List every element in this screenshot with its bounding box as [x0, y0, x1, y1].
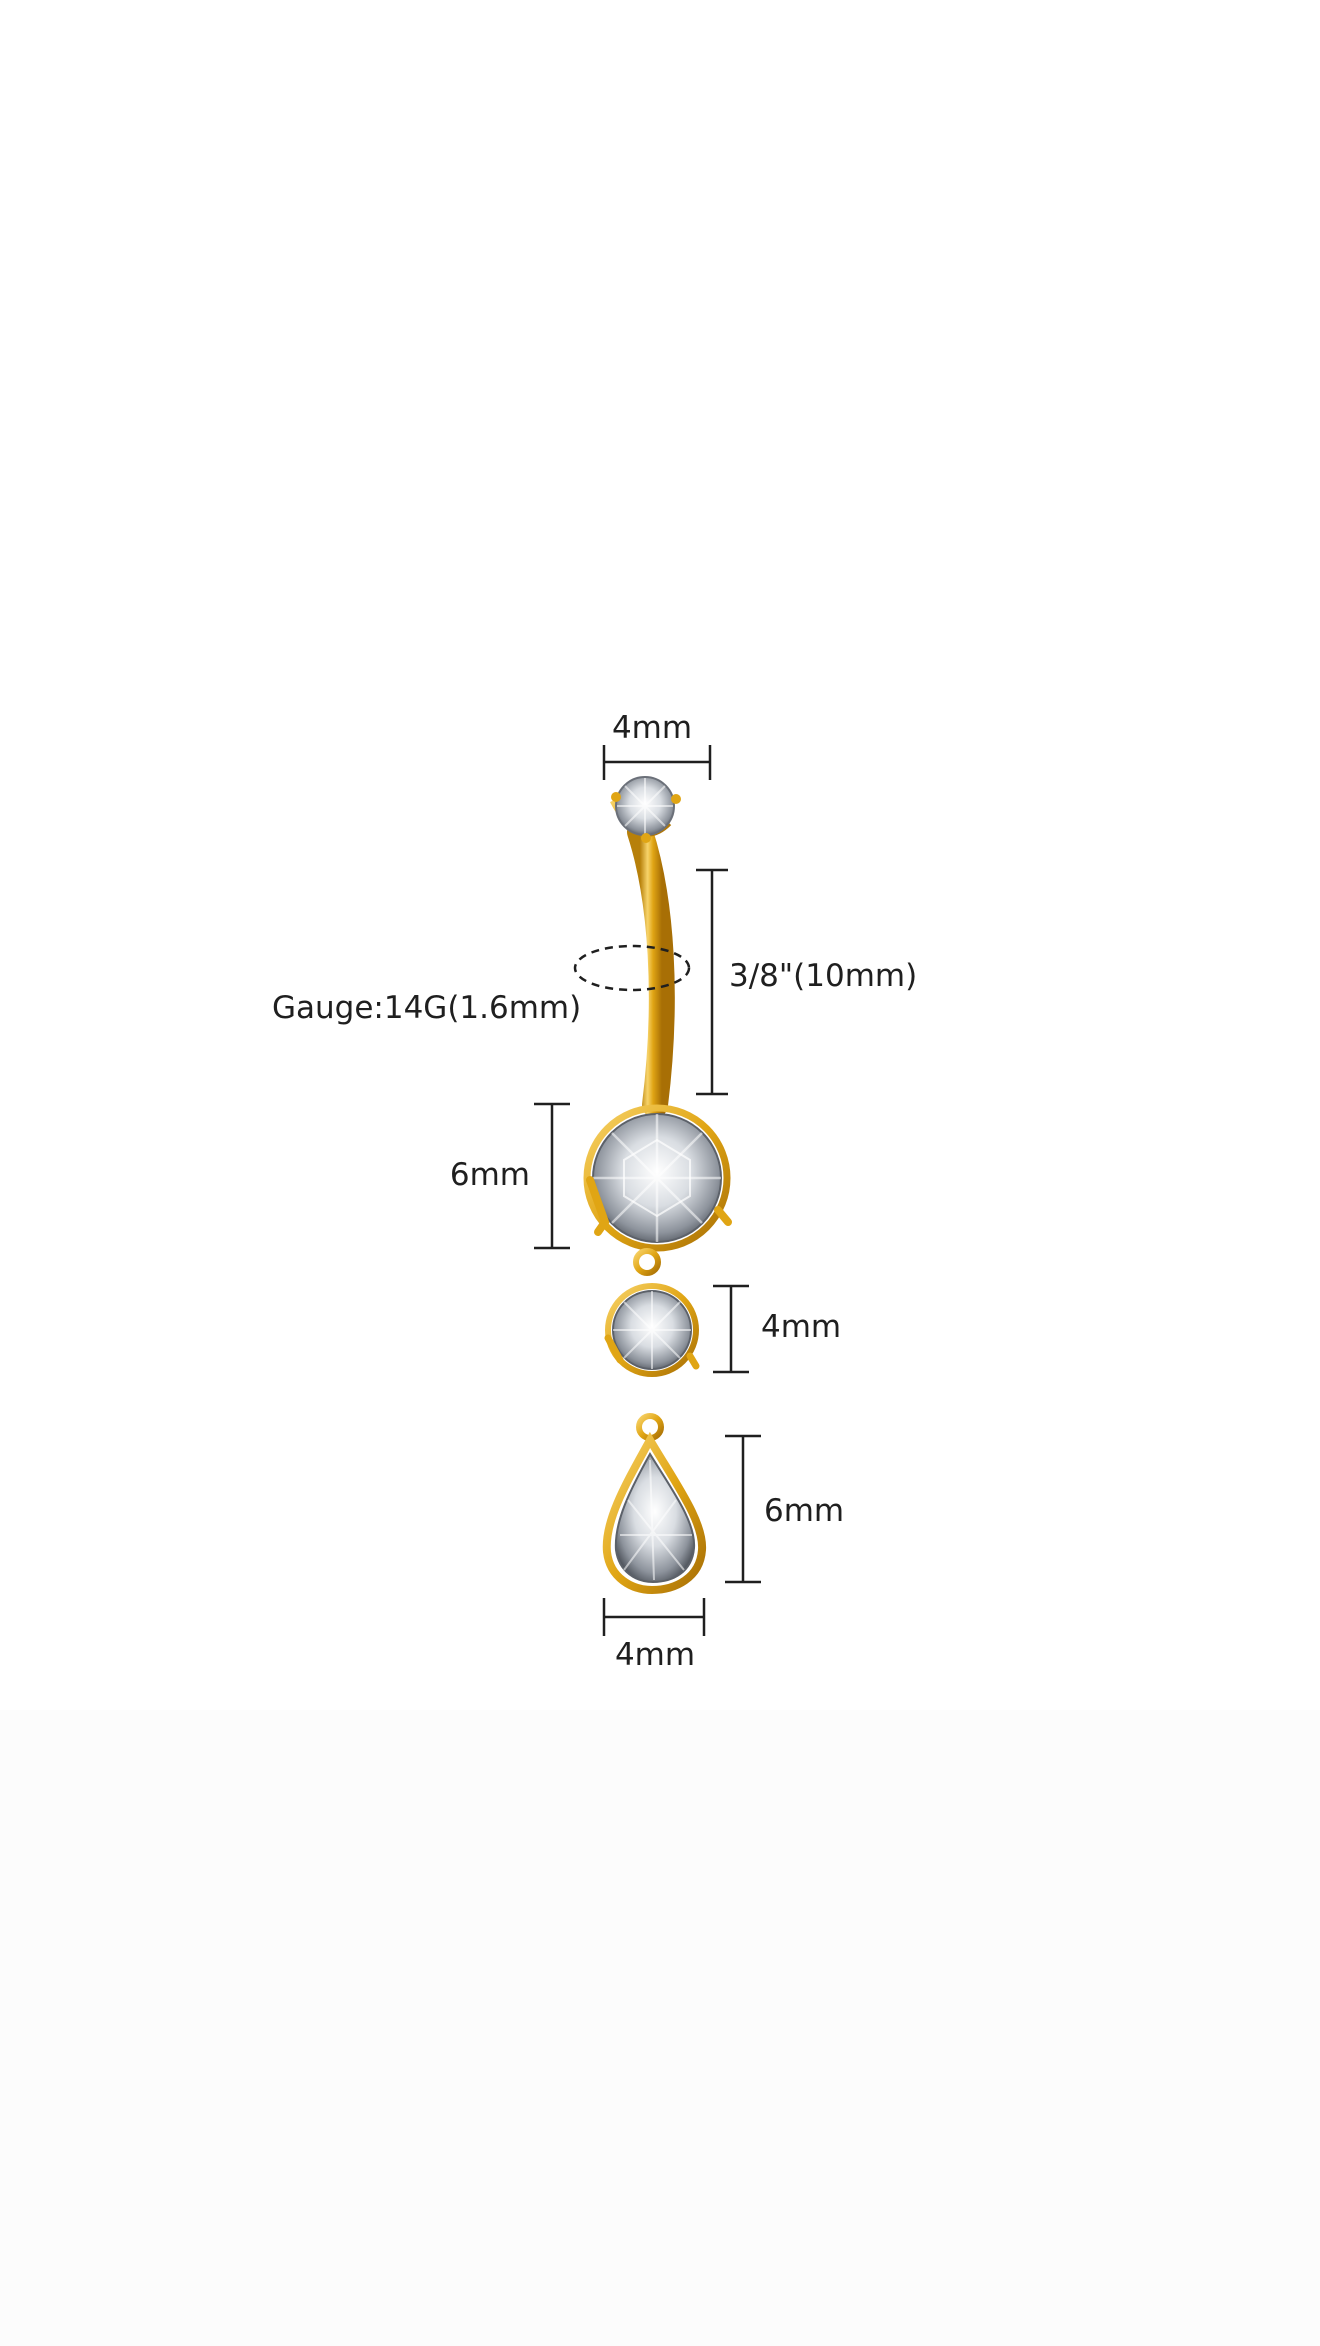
- top-gem: [610, 776, 681, 843]
- top-gem-width-dimension: [602, 745, 712, 780]
- dangle-gem-height-dimension: [713, 1284, 749, 1374]
- teardrop-height-label: 6mm: [764, 1493, 844, 1529]
- main-gem-height-label: 6mm: [450, 1157, 530, 1193]
- teardrop-gem: [602, 1431, 707, 1595]
- teardrop-height-dimension: [725, 1434, 761, 1584]
- main-gem-height-dimension: [534, 1102, 570, 1250]
- dangle-gem-height-label: 4mm: [761, 1309, 841, 1345]
- teardrop-width-dimension: [602, 1598, 706, 1636]
- dangle-round-gem: [604, 1283, 700, 1377]
- bar-length-label: 3/8"(10mm): [729, 958, 917, 994]
- background-top: [0, 0, 1320, 600]
- top-gem-width-label: 4mm: [612, 710, 692, 746]
- link-ring: [633, 1248, 661, 1276]
- gauge-label: Gauge:14G(1.6mm): [272, 990, 581, 1026]
- teardrop-width-label: 4mm: [615, 1637, 695, 1673]
- main-round-gem: [583, 1104, 732, 1252]
- gauge-indicator-ellipse: [573, 944, 691, 992]
- curved-barbell: [627, 819, 675, 1118]
- belly-ring: [583, 776, 732, 1595]
- dimension-marks: [534, 745, 761, 1636]
- bar-length-dimension: [696, 868, 728, 1096]
- background-bottom: [0, 1710, 1320, 2346]
